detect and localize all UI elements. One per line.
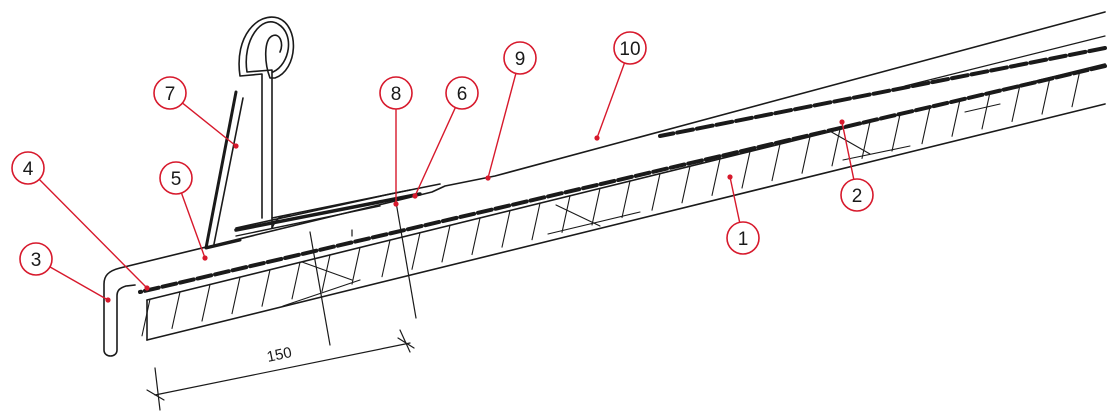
callout-leader-2 bbox=[841, 121, 855, 180]
callout-5: 5 bbox=[159, 161, 208, 261]
callout-leader-10 bbox=[596, 62, 626, 139]
callout-dot-2 bbox=[839, 119, 845, 125]
callout-dot-7 bbox=[233, 143, 239, 149]
callout-6: 6 bbox=[412, 76, 479, 199]
cover-sheet-top-line bbox=[103, 11, 1106, 357]
callout-circle-5 bbox=[159, 161, 193, 195]
callout-number-8: 8 bbox=[391, 84, 402, 105]
callout-8: 8 bbox=[379, 76, 413, 207]
callout-4: 4 bbox=[11, 151, 150, 291]
callout-number-7: 7 bbox=[165, 84, 176, 105]
callout-10: 10 bbox=[594, 31, 647, 141]
callout-dot-9 bbox=[485, 175, 491, 181]
callout-2: 2 bbox=[839, 119, 874, 212]
callout-number-3: 3 bbox=[31, 250, 42, 271]
callout-dot-8 bbox=[393, 201, 399, 207]
callout-layer: 1 2 3 4 5 6 7 8 9 10 bbox=[11, 31, 874, 303]
callout-dot-3 bbox=[105, 297, 111, 303]
callout-leader-1 bbox=[729, 176, 741, 223]
callout-number-5: 5 bbox=[171, 169, 182, 190]
membrane-upper bbox=[658, 46, 1107, 138]
callout-dot-4 bbox=[144, 285, 150, 291]
callout-9: 9 bbox=[485, 41, 537, 181]
cover-sheet-inner-line bbox=[904, 35, 1106, 87]
callout-1: 1 bbox=[726, 174, 760, 255]
callout-circle-7 bbox=[153, 76, 187, 110]
callout-circle-8 bbox=[379, 76, 413, 110]
dimension-label: 150 bbox=[265, 344, 293, 366]
callout-circle-4 bbox=[11, 151, 45, 185]
support-clip bbox=[204, 90, 242, 250]
callout-leader-4 bbox=[38, 178, 148, 289]
callout-circle-10 bbox=[613, 31, 647, 65]
callout-circle-2 bbox=[840, 178, 874, 212]
callout-dot-1 bbox=[727, 174, 733, 180]
callout-leader-6 bbox=[414, 107, 456, 197]
callout-7: 7 bbox=[153, 76, 239, 149]
callout-circle-1 bbox=[726, 221, 760, 255]
standing-seam-foot bbox=[271, 189, 411, 229]
insulation-bottom-line bbox=[146, 103, 1106, 341]
callout-circle-9 bbox=[503, 41, 537, 75]
callout-dot-5 bbox=[202, 255, 208, 261]
callout-3: 3 bbox=[19, 242, 111, 303]
callout-leader-9 bbox=[487, 73, 517, 179]
joist-lines bbox=[282, 103, 1001, 307]
fixing-strip-2 bbox=[235, 205, 381, 237]
callout-leader-7 bbox=[182, 102, 237, 147]
callout-number-6: 6 bbox=[457, 84, 468, 105]
callout-number-9: 9 bbox=[515, 49, 526, 70]
callout-number-4: 4 bbox=[23, 159, 34, 180]
callout-dot-10 bbox=[594, 135, 600, 141]
callout-dot-6 bbox=[412, 193, 418, 199]
callout-circle-6 bbox=[445, 76, 479, 110]
callout-circle-3 bbox=[19, 242, 53, 276]
insulation-hatch bbox=[141, 69, 1081, 337]
callout-number-10: 10 bbox=[619, 39, 640, 60]
membrane-lower bbox=[138, 64, 1107, 294]
standing-seam-inner bbox=[238, 16, 295, 219]
callout-number-2: 2 bbox=[852, 186, 863, 207]
callout-number-1: 1 bbox=[738, 229, 749, 250]
support-clip-flange bbox=[213, 97, 244, 245]
fixing-strip bbox=[234, 192, 422, 232]
callout-leader-3 bbox=[49, 266, 109, 301]
roof-buildup bbox=[103, 11, 1107, 411]
dimension-lines bbox=[146, 201, 417, 411]
callout-leader-5 bbox=[180, 192, 206, 259]
